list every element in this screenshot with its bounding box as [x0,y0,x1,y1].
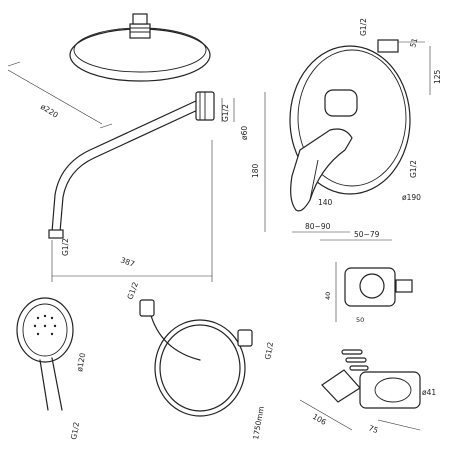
screws [341,349,369,371]
holder-diameter-label: ø41 [422,388,436,397]
arm-thread-label: G1/2 [221,104,230,122]
holder-length-label: 106 [311,412,328,427]
hose: G1/2 G1/2 1750mm [125,281,275,441]
hand-diameter-label: ø120 [75,352,87,372]
arm-height-label: ø60 [240,126,249,140]
mixer-width-top-label: 51 [408,37,419,49]
mixer-top-thread-label: G1/2 [359,18,368,36]
head-diameter-label: ø220 [39,102,60,120]
mixer-depth-a-label: 80~90 [305,222,331,231]
mixer-height-label: 180 [251,163,260,178]
hose-length-label: 1750mm [251,406,266,441]
concealed-mixer: 180 80~90 140 50~79 ø190 G1/2 G1/2 51 12… [251,18,442,241]
mixer-height-top-label: 125 [433,69,442,84]
mixer-plate-label: ø190 [402,193,421,202]
arm-end-thread-label: G1/2 [61,238,70,256]
hose-thread-bottom-label: G1/2 [263,341,275,360]
wall-elbow: 40 50 [324,262,413,324]
mixer-depth-c-label: 50~79 [354,230,380,239]
hose-thread-top-label: G1/2 [125,281,140,301]
elbow-dim-a-label: 40 [324,292,332,300]
mixer-outlet-label: G1/2 [409,160,418,178]
wall-holder: 106 75 ø41 [299,349,436,435]
hand-thread-label: G1/2 [69,421,81,440]
elbow-dim-b-label: 50 [356,316,364,324]
nozzle-dots [33,314,57,336]
mixer-depth-b-label: 140 [318,198,333,207]
shower-arm: G1/2 ø60 387 G1/2 [48,91,249,282]
holder-width-label: 75 [367,423,379,435]
overhead-shower-head: ø220 [7,13,211,129]
arm-length-label: 387 [119,255,136,268]
hand-shower: ø120 G1/2 [16,297,87,440]
